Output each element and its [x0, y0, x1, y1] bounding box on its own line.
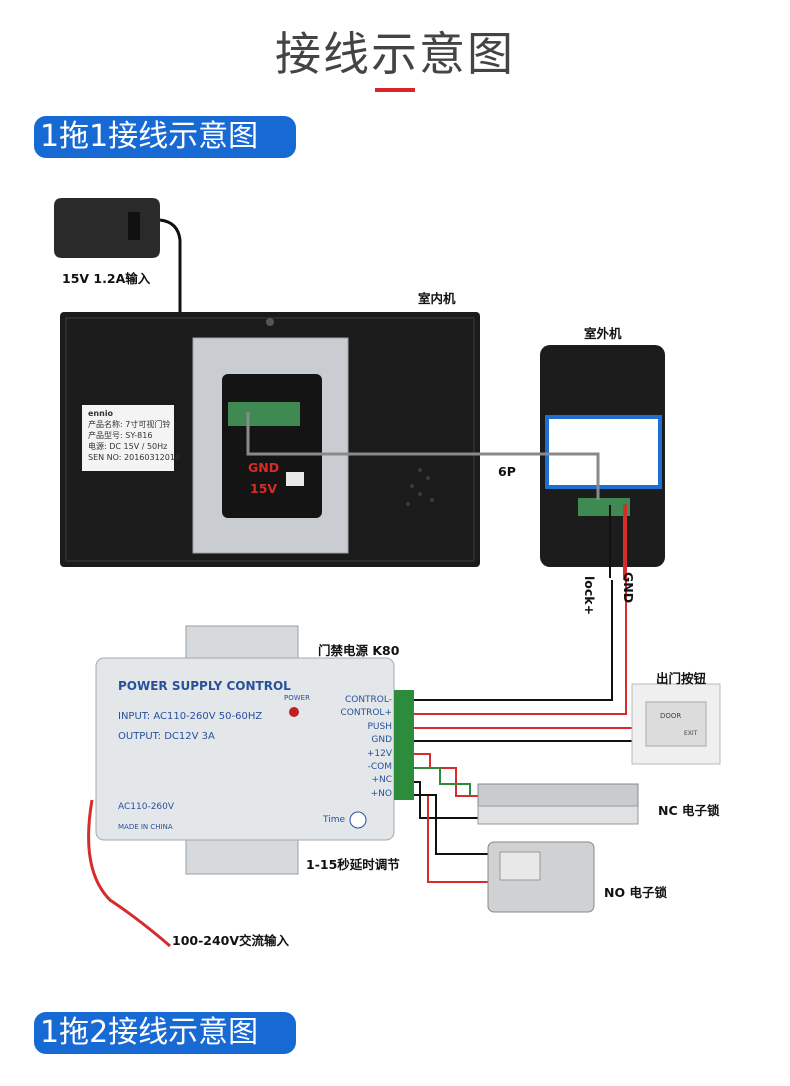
power-supply-box: [95, 625, 395, 875]
ps-made-in: MADE IN CHINA: [118, 823, 173, 831]
nc-lock: [477, 783, 639, 825]
indoor-monitor: [60, 312, 480, 567]
nameplate-text: ennio 产品名称: 7寸可视门铃 产品型号: SY-816 电源: DC 1…: [88, 408, 180, 463]
terminal-12v: +12V: [366, 748, 392, 759]
lock-plus-label: lock+: [582, 576, 597, 616]
page-title: 接线示意图: [275, 27, 515, 81]
terminal-labels: CONTROL- CONTROL+ PUSH GND +12V -COM +NC…: [318, 694, 393, 801]
nameplate-row: 产品名称: 7寸可视门铃: [88, 420, 171, 429]
exit-button-exit-text: EXIT: [684, 730, 698, 737]
ps-input-spec: INPUT: AC110-260V 50-60HZ: [118, 711, 263, 722]
ac-input-cable: [87, 799, 171, 948]
nc-lock-label: NC 电子锁: [658, 803, 720, 818]
exit-button-door-text: DOOR: [660, 712, 682, 720]
ps-power-led-label: POWER: [284, 694, 310, 702]
terminal-push: PUSH: [367, 721, 393, 732]
terminal-control-minus: CONTROL-: [344, 695, 392, 705]
exit-button: [631, 683, 721, 765]
ps-title: POWER SUPPLY CONTROL: [118, 679, 291, 693]
power-supply-label: 门禁电源 K80: [318, 643, 400, 658]
no-lock-label: NO 电子锁: [604, 885, 667, 900]
exit-button-label: 出门按钮: [656, 671, 707, 686]
terminal-no: +NO: [370, 788, 392, 799]
ps-output-spec: OUTPUT: DC12V 3A: [118, 731, 215, 742]
section-heading-1to2[interactable]: 1拖2接线示意图: [34, 1012, 296, 1054]
ac-input-label: 100-240V交流输入: [172, 933, 290, 948]
terminal-nc: +NC: [371, 775, 392, 786]
terminal-gnd: GND: [371, 735, 392, 746]
outdoor-gnd-label: GND: [621, 572, 636, 604]
ps-ac-text: AC110-260V: [118, 802, 175, 812]
outdoor-unit: [540, 345, 665, 567]
outdoor-unit-label: 室外机: [584, 326, 622, 341]
power-adapter: [54, 198, 182, 478]
nameplate-row: 产品型号: SY-816: [88, 431, 153, 440]
ps-time-label: Time: [323, 815, 346, 825]
delay-label: 1-15秒延时调节: [306, 857, 400, 872]
nameplate-row: SEN NO: 20160312018: [88, 453, 181, 462]
six-pin-label: 6P: [498, 464, 516, 479]
terminal-com: -COM: [367, 762, 392, 773]
indoor-unit-label: 室内机: [418, 291, 456, 306]
nameplate-row: 电源: DC 15V / 50Hz: [88, 442, 168, 451]
nameplate-brand: ennio: [88, 409, 114, 418]
fifteen-v-pin-label: 15V: [250, 481, 278, 496]
six-pin-cable: [246, 412, 600, 500]
section-heading-1to1[interactable]: 1拖1接线示意图: [34, 116, 296, 158]
gnd-pin-label: GND: [248, 460, 280, 475]
terminal-block: [394, 690, 414, 800]
no-lock: [487, 841, 595, 913]
title-underline: [375, 88, 415, 92]
adapter-label: 15V 1.2A输入: [62, 271, 151, 286]
nameplate: [82, 405, 174, 471]
terminal-control-plus: CONTROL+: [340, 708, 393, 719]
